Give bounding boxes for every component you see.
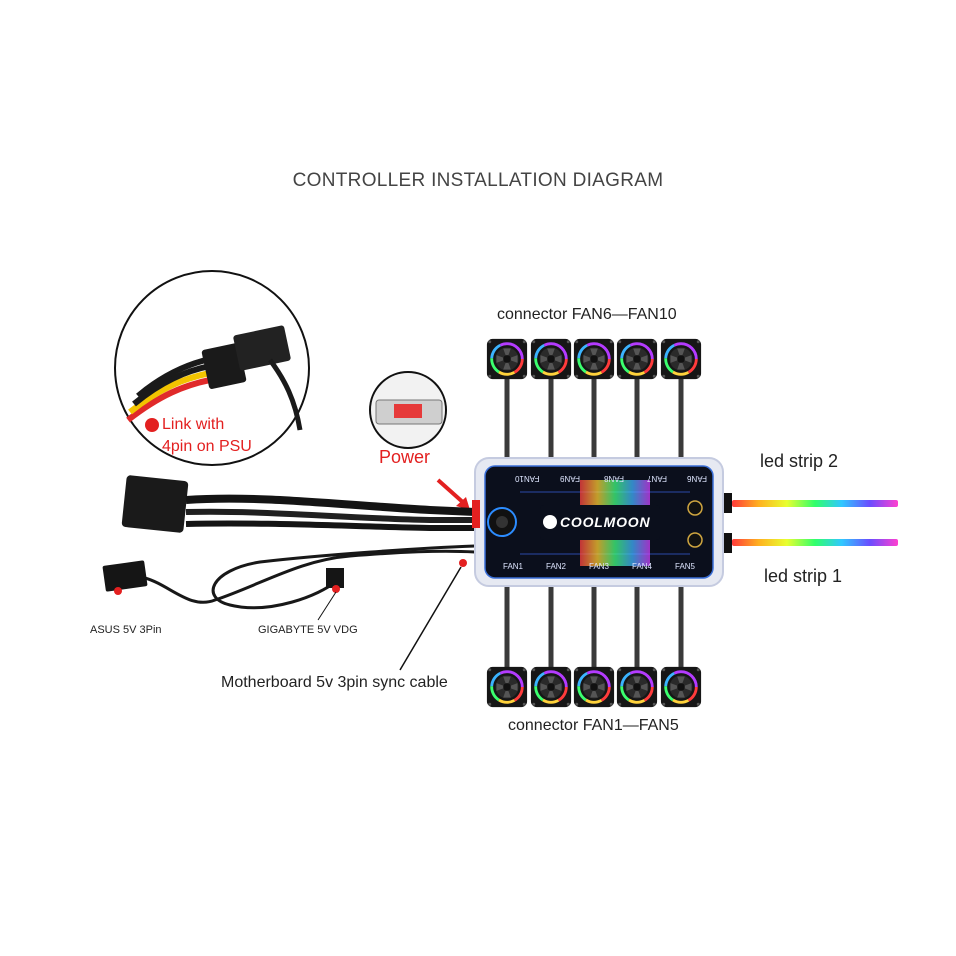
hub-fan-label: FAN2 xyxy=(546,562,567,571)
hub-brand-icon xyxy=(543,515,557,529)
power-label: Power xyxy=(379,447,431,467)
asus-sync-cable xyxy=(144,549,476,604)
hub-equalizer-bottom xyxy=(580,536,650,566)
fan-bottom-2 xyxy=(529,665,573,709)
fan-cables xyxy=(504,375,684,668)
fan-bottom-4 xyxy=(615,665,659,709)
fan-bottom-5 xyxy=(659,665,703,709)
fan-bottom-3 xyxy=(572,665,616,709)
hub-button-1 xyxy=(687,500,703,516)
hub-brand-text: COOLMOON xyxy=(560,514,651,530)
power-arrow-head xyxy=(456,497,470,510)
sync-cable-label: Motherboard 5v 3pin sync cable xyxy=(221,674,448,691)
led-strip-2-label: led strip 2 xyxy=(760,451,839,471)
led-strip-1 xyxy=(718,533,898,553)
gigabyte-red-marker xyxy=(332,585,340,593)
hub-power-port xyxy=(472,500,480,528)
gigabyte-pointer-line xyxy=(317,591,337,621)
molex-connector xyxy=(121,475,189,533)
asus-3pin-plug xyxy=(102,560,148,592)
power-header-inset xyxy=(369,371,447,449)
hub-fan-label: FAN5 xyxy=(675,562,696,571)
fan-top-5 xyxy=(659,337,703,381)
psu-label-line1: Link with xyxy=(162,416,225,433)
hub-fan-label: FAN4 xyxy=(632,562,653,571)
diagram-title: CONTROLLER INSTALLATION DIAGRAM xyxy=(292,170,664,191)
fan-top-3 xyxy=(572,337,616,381)
power-cable-bundle-2 xyxy=(185,508,475,523)
hub-fan-label: FAN7 xyxy=(647,474,668,483)
controller-hub xyxy=(472,457,724,587)
fan-top-2 xyxy=(529,337,573,381)
psu-red-marker xyxy=(145,418,159,432)
psu-label-line2: 4pin on PSU xyxy=(162,438,252,455)
hub-fan-label: FAN8 xyxy=(604,474,625,483)
hub-fan-label: FAN6 xyxy=(687,474,708,483)
connector-bottom-label: connector FAN1—FAN5 xyxy=(508,717,679,734)
hub-fan-label: FAN9 xyxy=(560,474,581,483)
psu-connector-inset xyxy=(114,270,310,466)
gigabyte-sync-cable xyxy=(211,544,476,610)
hub-fan-label: FAN10 xyxy=(515,474,540,483)
gigabyte-plug xyxy=(326,568,344,588)
hub-fan-label: FAN3 xyxy=(589,562,610,571)
fan-top-1 xyxy=(485,337,529,381)
power-arrow xyxy=(436,478,468,507)
fan-top-4 xyxy=(615,337,659,381)
power-cable-bundle-3 xyxy=(185,520,475,531)
led-strip-1-label: led strip 1 xyxy=(764,566,843,586)
asus-red-marker xyxy=(114,587,122,595)
led-strip-2 xyxy=(718,493,898,513)
gigabyte-label: GIGABYTE 5V VDG xyxy=(258,624,358,636)
sync-red-marker xyxy=(459,559,467,567)
connector-top-label: connector FAN6—FAN10 xyxy=(497,306,677,323)
psu-label: Link with 4pin on PSU xyxy=(162,414,252,458)
asus-label: ASUS 5V 3Pin xyxy=(90,624,162,636)
hub-button-2 xyxy=(687,532,703,548)
power-cable-bundle xyxy=(185,494,476,516)
fan-bottom-1 xyxy=(485,665,529,709)
hub-fan-label: FAN1 xyxy=(503,562,524,571)
sync-pointer-line xyxy=(399,566,462,671)
